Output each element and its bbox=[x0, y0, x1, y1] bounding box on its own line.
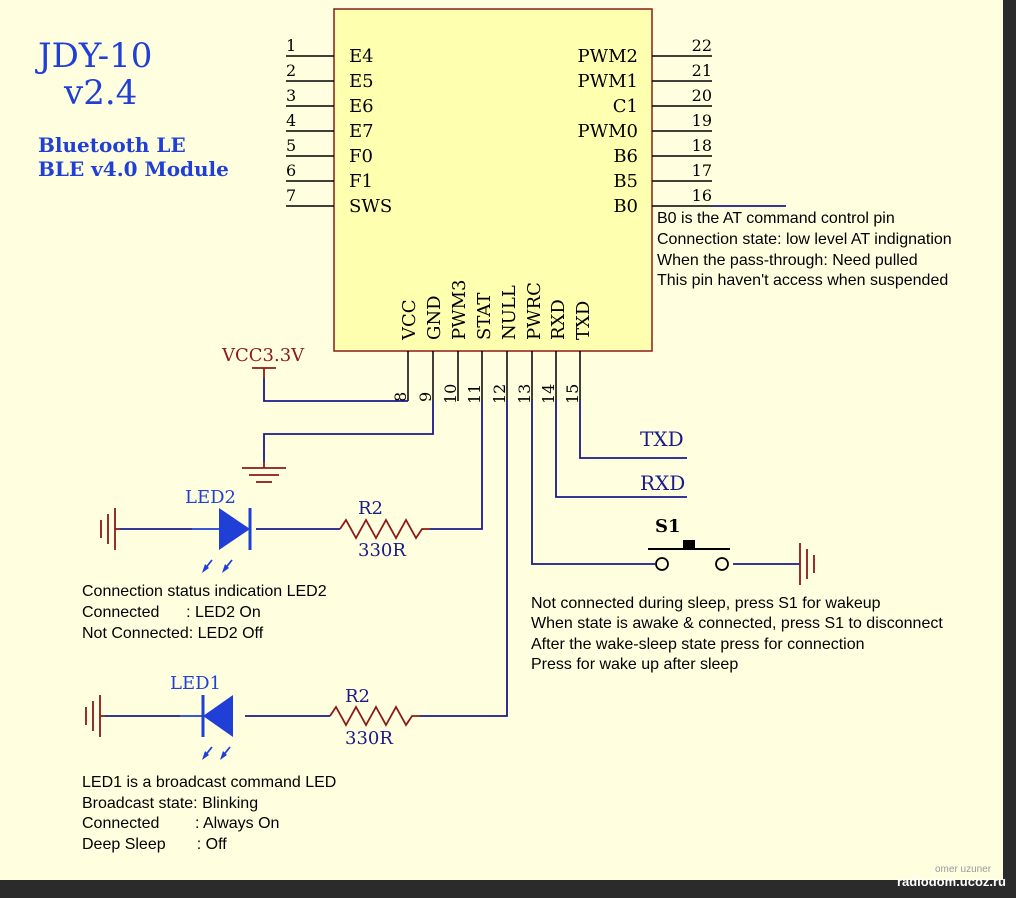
s1-ground-icon bbox=[799, 543, 815, 585]
pin-num-6: 6 bbox=[286, 161, 296, 180]
b0-note-2: Connection state: low level AT indignati… bbox=[657, 231, 952, 248]
pin-num-5: 5 bbox=[286, 136, 296, 155]
site-watermark: radiodom.ucoz.ru bbox=[896, 874, 1006, 889]
pin-name-gnd: GND bbox=[424, 295, 445, 340]
led2-note-1: Connection status indication LED2 bbox=[82, 583, 327, 600]
pin-num-11: 11 bbox=[465, 384, 484, 404]
switch-label: S1 bbox=[655, 516, 681, 537]
pin-name-pwrc: PWRC bbox=[524, 282, 545, 340]
pin-num-7: 7 bbox=[286, 186, 296, 205]
pin-num-18: 18 bbox=[692, 136, 712, 155]
bottom-pins bbox=[407, 351, 581, 401]
b0-note-4: This pin haven't access when suspended bbox=[657, 272, 948, 289]
chip-body bbox=[333, 8, 653, 352]
pin-num-13: 13 bbox=[515, 384, 534, 404]
pin-name-txd: TXD bbox=[573, 301, 594, 340]
ground-symbol-icon bbox=[242, 462, 286, 483]
pin-num-21: 21 bbox=[692, 61, 712, 80]
pin-name-f0: F0 bbox=[349, 146, 373, 167]
pin-num-2: 2 bbox=[286, 61, 296, 80]
module-subtitle-line2: BLE v4.0 Module bbox=[38, 157, 229, 181]
pin-num-20: 20 bbox=[692, 86, 712, 105]
pin-num-12: 12 bbox=[490, 384, 509, 404]
pin-name-e5: E5 bbox=[349, 71, 374, 92]
led1-resistor-label: R2 bbox=[345, 686, 370, 707]
pin-name-b0: B0 bbox=[613, 196, 638, 217]
pin-name-pwm2: PWM2 bbox=[578, 46, 639, 67]
led2-note-2: Connected : LED2 On bbox=[82, 604, 261, 621]
led1-diode-icon bbox=[180, 695, 233, 760]
b0-note-1: B0 is the AT command control pin bbox=[657, 210, 895, 227]
pin-name-stat: STAT bbox=[474, 293, 495, 340]
pin-name-null: NULL bbox=[499, 285, 520, 340]
pin-num-19: 19 bbox=[692, 111, 712, 130]
led2-resistor-icon bbox=[339, 518, 430, 540]
pin-name-sws: SWS bbox=[349, 196, 392, 217]
pin-name-e6: E6 bbox=[349, 96, 374, 117]
led1-note-4: Deep Sleep : Off bbox=[82, 836, 227, 853]
wires bbox=[105, 378, 800, 717]
led2-ground-icon bbox=[100, 508, 120, 550]
vcc-symbol-icon bbox=[252, 367, 276, 378]
led2-resistor-label: R2 bbox=[358, 498, 383, 519]
led1-note-3: Connected : Always On bbox=[82, 815, 279, 832]
led2-label: LED2 bbox=[185, 487, 236, 508]
pin-num-8: 8 bbox=[391, 392, 410, 402]
module-title-line1: JDY-10 bbox=[35, 36, 152, 76]
pin-num-9: 9 bbox=[416, 392, 435, 402]
led1-resistor-value: 330R bbox=[345, 728, 393, 749]
pin-num-17: 17 bbox=[692, 161, 712, 180]
pin-name-f1: F1 bbox=[349, 171, 373, 192]
pin-num-1: 1 bbox=[286, 36, 296, 55]
led2-resistor-value: 330R bbox=[358, 540, 406, 561]
pin-name-e4: E4 bbox=[349, 46, 374, 67]
pin-name-c1: C1 bbox=[613, 96, 638, 117]
pin-name-vcc: VCC bbox=[399, 299, 420, 341]
module-subtitle-line1: Bluetooth LE bbox=[38, 133, 186, 157]
pin-num-4: 4 bbox=[286, 111, 296, 130]
left-pins bbox=[286, 55, 334, 207]
pin-name-rxd: RXD bbox=[548, 299, 569, 340]
s1-note-4: Press for wake up after sleep bbox=[531, 656, 738, 673]
pin-name-b5: B5 bbox=[613, 171, 638, 192]
power-label: VCC3.3V bbox=[221, 345, 305, 366]
pin-num-16: 16 bbox=[692, 186, 712, 205]
pin-name-pwm0: PWM0 bbox=[578, 121, 639, 142]
pin-num-10: 10 bbox=[441, 384, 460, 404]
pin-num-22: 22 bbox=[692, 36, 712, 55]
module-title-line2: v2.4 bbox=[63, 73, 137, 113]
s1-note-1: Not connected during sleep, press S1 for… bbox=[531, 595, 881, 612]
pin-name-e7: E7 bbox=[349, 121, 374, 142]
led2-diode-icon bbox=[192, 508, 252, 573]
txd-net-label: TXD bbox=[640, 427, 684, 451]
pin-name-pwm3: PWM3 bbox=[449, 280, 470, 341]
push-switch-icon bbox=[648, 540, 730, 571]
author-credit: omer uzuner bbox=[935, 864, 992, 875]
s1-note-2: When state is awake & connected, press S… bbox=[531, 615, 943, 632]
led1-note-2: Broadcast state: Blinking bbox=[82, 795, 258, 812]
rxd-net-label: RXD bbox=[640, 471, 685, 495]
led1-note-1: LED1 is a broadcast command LED bbox=[82, 774, 336, 791]
right-pins bbox=[652, 55, 712, 207]
pin-num-15: 15 bbox=[563, 384, 582, 404]
pin-name-pwm1: PWM1 bbox=[578, 71, 639, 92]
pin-num-3: 3 bbox=[286, 86, 296, 105]
led2-note-3: Not Connected: LED2 Off bbox=[82, 625, 264, 642]
s1-note-3: After the wake-sleep state press for con… bbox=[531, 636, 865, 653]
led1-label: LED1 bbox=[170, 673, 221, 694]
pin-num-14: 14 bbox=[539, 384, 558, 404]
b0-note-3: When the pass-through: Need pulled bbox=[657, 252, 918, 269]
led1-resistor-icon bbox=[329, 705, 420, 727]
led1-ground-icon bbox=[85, 695, 105, 737]
pin-name-b6: B6 bbox=[613, 146, 638, 167]
